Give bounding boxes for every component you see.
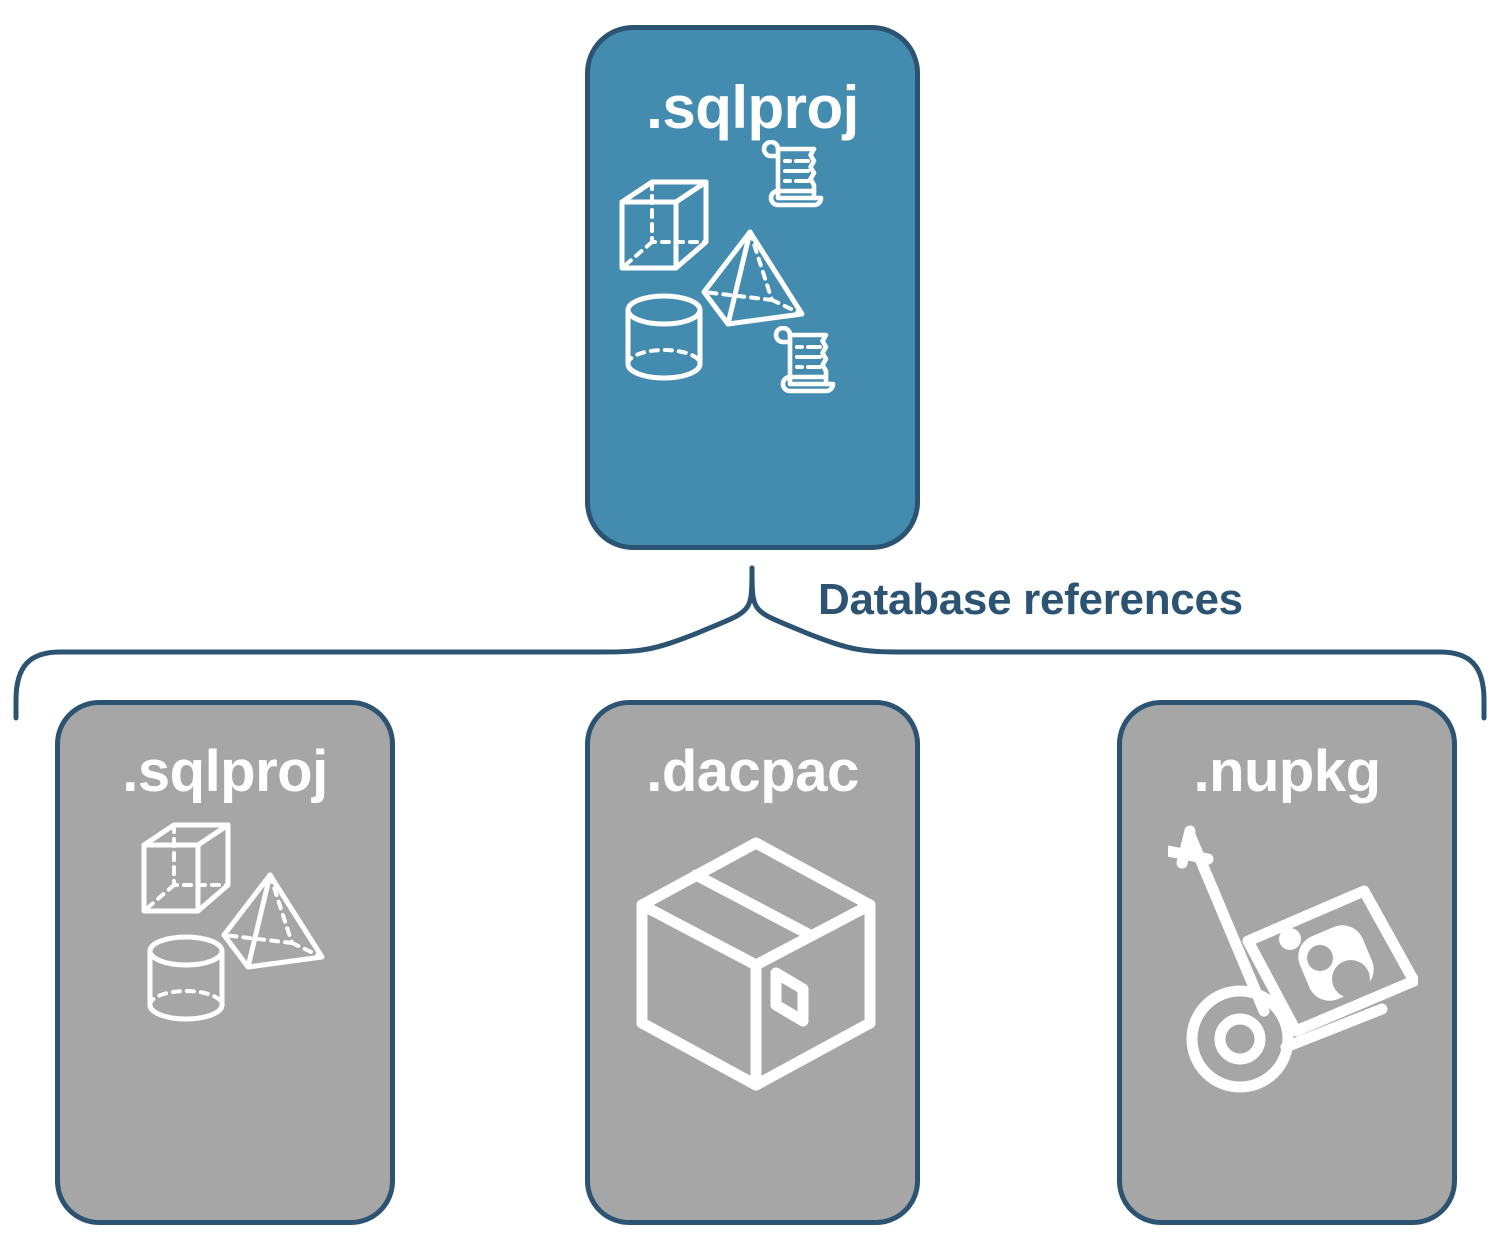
scroll-icon [773, 326, 836, 394]
cube-icon [141, 822, 231, 914]
node-ref-sqlproj-artwork [60, 801, 390, 1220]
node-ref-nupkg-label: .nupkg [1193, 739, 1381, 804]
cylinder-icon [625, 293, 703, 381]
node-ref-dacpac-label: .dacpac [646, 739, 859, 804]
cylinder-icon [147, 934, 225, 1022]
brace-label: Database references [818, 575, 1243, 624]
node-ref-sqlproj[interactable]: .sqlproj [55, 700, 395, 1225]
node-ref-nupkg-artwork [1122, 801, 1452, 1220]
node-ref-dacpac[interactable]: .dacpac [585, 700, 920, 1225]
node-root-sqlproj[interactable]: .sqlproj [585, 25, 920, 550]
pyramid-icon [221, 872, 325, 970]
node-root-artwork [590, 138, 915, 545]
node-root-label: .sqlproj [646, 74, 859, 141]
cube-icon [619, 179, 709, 271]
scroll-icon [761, 140, 824, 208]
package-box-icon [636, 837, 876, 1091]
hand-truck-package-icon [1168, 825, 1418, 1093]
node-ref-nupkg[interactable]: .nupkg [1117, 700, 1457, 1225]
pyramid-icon [701, 229, 805, 327]
node-ref-dacpac-artwork [590, 801, 915, 1220]
node-ref-sqlproj-label: .sqlproj [122, 739, 328, 804]
